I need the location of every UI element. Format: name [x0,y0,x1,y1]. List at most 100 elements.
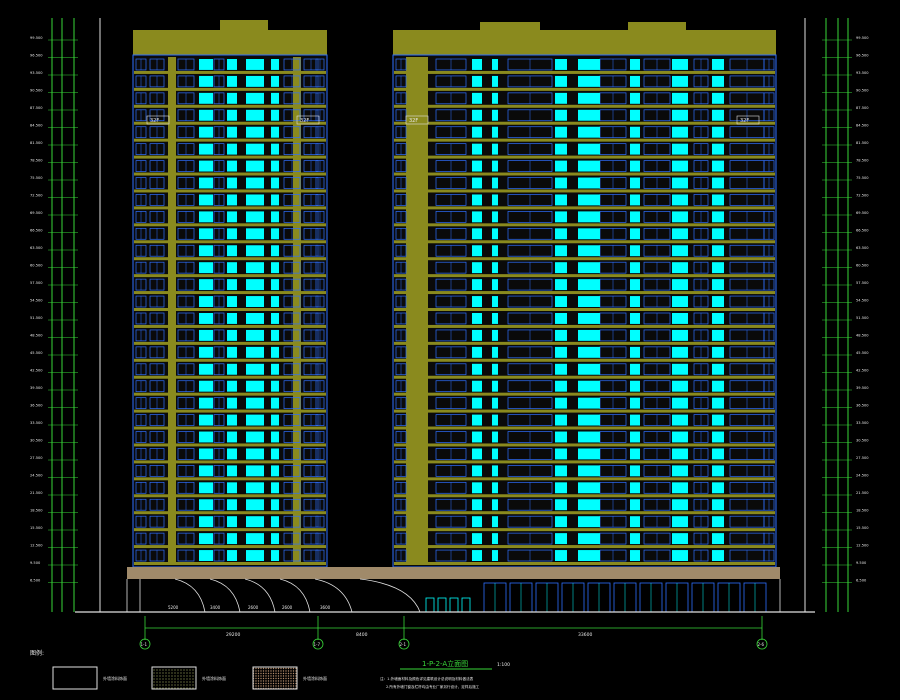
shop-door [461,597,471,613]
window-glass [555,109,567,121]
window-glass [555,363,567,375]
window-glass [630,533,640,545]
level-mark: 45.500 [30,351,43,355]
window-glass [630,431,640,443]
window-glass [672,414,688,426]
window-glass [271,550,279,561]
window-glass [246,516,264,528]
note-line-1: 注：1.外墙面材料及颜色详见建筑设计总说明及材料做法表 [380,676,474,681]
window-glass [578,465,600,477]
window-glass [246,92,264,104]
window-glass [578,211,600,223]
window-glass [555,245,567,257]
note-line-2: 2.所有外墙门窗及栏杆均由专业厂家另行设计，定样后施工 [386,684,480,689]
window-glass [227,262,237,274]
window-glass [555,262,567,274]
window-glass [578,296,600,307]
window-glass [555,126,567,138]
window-glass [246,296,264,307]
right-level-ticks [822,39,852,583]
window-glass [630,177,640,189]
window-glass [712,160,724,172]
window-glass [578,262,600,274]
window-glass [271,380,279,392]
window-glass [672,245,688,257]
window-glass [672,550,688,561]
window-glass [492,550,498,561]
window-glass [555,482,567,494]
window-glass [199,109,213,121]
window-glass [271,329,279,341]
window-glass [246,211,264,223]
window-glass [199,329,213,341]
level-mark: 87.500 [856,106,869,110]
window-glass [672,126,688,138]
left-dimension-chain [51,18,101,612]
floor-slab [134,223,326,227]
segment-dim-3: 33600 [578,632,592,638]
window-glass [472,363,482,375]
window-glass [712,329,724,341]
window-glass [271,92,279,104]
window-glass [271,211,279,223]
level-mark: 39.500 [30,386,43,390]
window-glass [712,92,724,104]
floor-slab [394,121,775,125]
window-glass [472,516,482,528]
svg-text:3600: 3600 [320,605,331,610]
svg-text:32F: 32F [740,118,749,124]
window-glass [472,92,482,104]
window-glass [271,313,279,324]
floor-slab [394,324,775,328]
window-glass [712,380,724,392]
svg-text:1-7: 1-7 [314,642,321,647]
window-glass [199,92,213,104]
window-glass [492,228,498,240]
window-glass [492,109,498,121]
window-glass [271,59,279,70]
window-glass [199,262,213,274]
window-glass [712,414,724,426]
window-glass [227,143,237,155]
level-mark: 48.500 [856,334,869,338]
window-glass [492,431,498,443]
level-mark: 15.500 [856,526,869,530]
floor-slab [394,358,775,362]
floor-tag-4: 32F [736,115,760,125]
window-glass [246,228,264,240]
level-mark: 18.500 [30,509,43,513]
window-glass [492,533,498,545]
window-glass [630,397,640,409]
window-glass [712,126,724,138]
window-glass [578,126,600,138]
floor-slab [134,494,326,498]
window-glass [555,465,567,477]
window-glass [246,499,264,511]
window-glass [246,380,264,392]
floor-slab [134,138,326,142]
window-glass [555,160,567,172]
window-glass [472,296,482,307]
svg-text:2-6: 2-6 [758,642,765,647]
window-glass [712,245,724,257]
floor-slab [394,426,775,430]
level-mark: 60.500 [30,264,43,268]
window-glass [712,397,724,409]
legend-item-3: 外墙涂料饰面 [252,666,327,690]
window-glass [246,245,264,257]
window-glass [672,109,688,121]
window-glass [227,75,237,87]
floor-slab [394,138,775,142]
window-glass [271,109,279,121]
right-tower-roof [393,30,776,55]
window-glass [630,194,640,206]
window-glass [227,279,237,291]
window-glass [271,177,279,189]
window-glass [227,533,237,545]
window-glass [472,75,482,87]
window-glass [492,346,498,358]
level-mark: 21.500 [30,491,43,495]
level-mark: 63.500 [856,246,869,250]
window-glass [492,448,498,460]
